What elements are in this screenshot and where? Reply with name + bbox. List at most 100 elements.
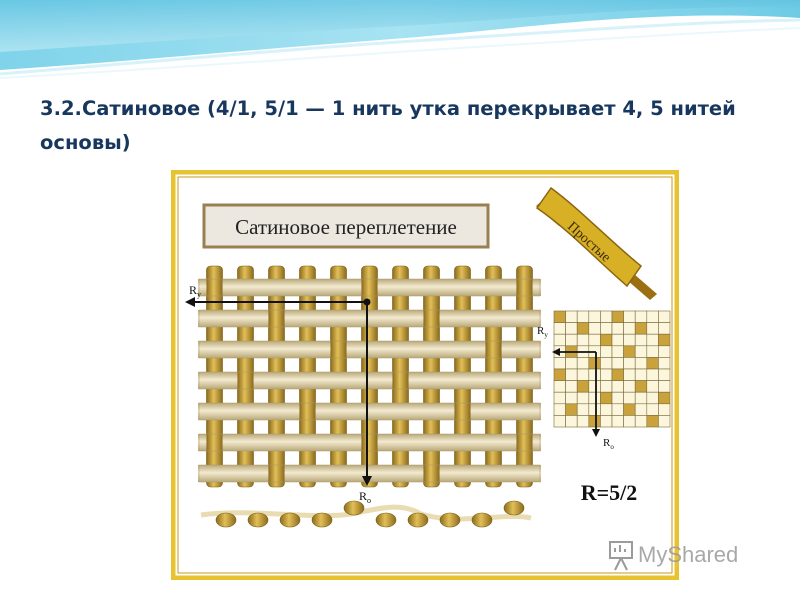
grid-cell-filled — [623, 403, 636, 416]
grid-cell-empty — [623, 415, 636, 428]
grid-cell-empty — [565, 310, 578, 323]
weft-segment — [229, 372, 238, 389]
weft-segment — [253, 372, 262, 389]
grid-cell-empty — [588, 403, 601, 416]
warp-thread — [237, 265, 254, 488]
weft-segment — [377, 279, 386, 296]
grid-cell-empty — [588, 333, 601, 347]
grid-cell-empty — [553, 415, 566, 428]
weft-segment — [508, 372, 541, 389]
weft-segment — [322, 310, 355, 327]
grid-cell-empty — [588, 310, 601, 323]
grid-cell-empty — [576, 415, 590, 428]
grid-cell-empty — [565, 357, 578, 370]
weft-segment — [439, 465, 448, 482]
grid-cell-empty — [646, 391, 659, 405]
grid-label-ry: Rу — [537, 325, 548, 339]
grid-cell-empty — [553, 391, 566, 405]
grid-cell-filled — [565, 403, 578, 416]
weft-segment — [198, 279, 207, 296]
weft-segment — [353, 403, 386, 420]
weft-thread-outline — [198, 464, 541, 483]
weft-segment — [322, 403, 355, 420]
weft-segment — [415, 279, 448, 296]
grid-cell-empty — [634, 345, 648, 358]
grid-cell-empty — [565, 415, 578, 428]
warp-cross-section — [215, 512, 237, 528]
weft-segment — [384, 310, 417, 327]
weft-segment — [322, 372, 355, 389]
weft-segment — [260, 403, 293, 420]
weft-segment — [353, 310, 386, 327]
weft-segment — [260, 465, 269, 482]
grid-cell-empty — [611, 415, 624, 428]
grid-cell-filled — [600, 391, 613, 405]
weft-thread-outline — [198, 433, 541, 452]
weft-segment — [315, 403, 324, 420]
header-wave-decoration — [0, 0, 800, 79]
grid-cell-filled — [634, 322, 648, 335]
plaque-title: Сатиновое переплетение — [235, 215, 457, 239]
weft-segment — [284, 310, 293, 327]
weft-segment — [291, 279, 324, 296]
repeat-formula: R=5/2 — [581, 480, 638, 505]
weave-cross-section — [200, 500, 532, 528]
grid-cell-empty — [623, 357, 636, 370]
weft-segment — [291, 341, 324, 358]
weft-segment — [198, 341, 231, 358]
grid-cell-filled — [576, 380, 590, 393]
weft-segment — [353, 279, 362, 296]
grid-cell-empty — [623, 333, 636, 347]
weft-segment — [346, 341, 355, 358]
weft-segment — [384, 434, 417, 451]
grid-cell-filled — [646, 357, 659, 370]
grid-cell-filled — [588, 357, 601, 370]
weft-segment — [477, 434, 510, 451]
grid-cell-empty — [553, 380, 566, 393]
grid-cell-filled — [553, 368, 566, 381]
grid-cell-empty — [576, 403, 590, 416]
warp-cross-section — [471, 512, 493, 528]
watermark-text: MyShared — [638, 542, 738, 567]
grid-cell-empty — [634, 391, 648, 405]
presentation-board-icon — [609, 541, 633, 571]
grid-cell-empty — [658, 345, 671, 358]
weave-repeat-grid — [553, 310, 671, 428]
grid-cell-empty — [646, 310, 659, 323]
grid-cell-filled — [600, 333, 613, 347]
weft-segment — [198, 434, 207, 451]
grid-cell-empty — [646, 345, 659, 358]
weft-segment — [353, 372, 386, 389]
grid-cell-empty — [658, 310, 671, 323]
weft-segment — [222, 434, 231, 451]
grid-cell-empty — [623, 310, 636, 323]
grid-cell-empty — [600, 357, 613, 370]
grid-cell-filled — [646, 415, 659, 428]
grid-cell-empty — [576, 368, 590, 381]
grid-cell-empty — [634, 333, 648, 347]
grid-cell-empty — [646, 403, 659, 416]
grid-cell-empty — [623, 322, 636, 335]
grid-cell-empty — [658, 415, 671, 428]
grid-cell-empty — [565, 391, 578, 405]
label-ry: Rу — [189, 283, 201, 299]
weft-segment — [415, 310, 424, 327]
grid-cell-empty — [634, 310, 648, 323]
weft-segment — [501, 341, 510, 358]
warp-cross-section — [247, 512, 269, 528]
weft-segment — [353, 341, 386, 358]
weft-segment — [260, 279, 293, 296]
grid-cell-empty — [576, 333, 590, 347]
grid-cell-empty — [611, 357, 624, 370]
weft-segment — [415, 403, 448, 420]
grid-cell-empty — [588, 322, 601, 335]
grid-cell-empty — [658, 368, 671, 381]
weft-segment — [415, 341, 448, 358]
weft-segment — [291, 372, 324, 389]
grid-cell-filled — [658, 391, 671, 405]
weft-segment — [508, 279, 517, 296]
grid-arrows — [552, 348, 600, 437]
grid-cell-empty — [634, 415, 648, 428]
grid-cell-empty — [611, 380, 624, 393]
satin-weave-figure: Сатиновое переплетение Простые Rу Rо Rу … — [171, 170, 679, 580]
